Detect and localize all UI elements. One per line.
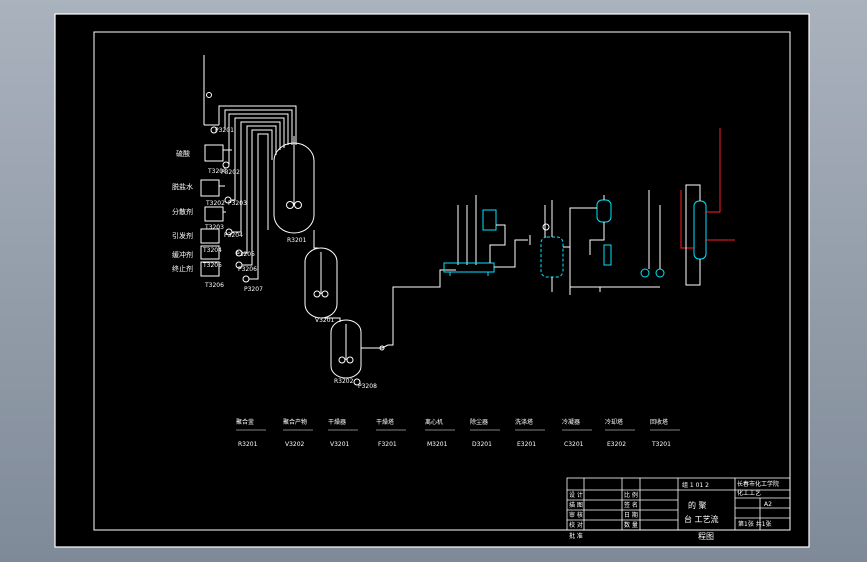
feed-label-2: 分散剂 <box>172 207 193 216</box>
title-block <box>566 477 791 531</box>
tank-tag-4: T3205 <box>202 262 222 269</box>
title-school: 长春市化工学院 <box>737 480 779 488</box>
title-sheet: 第1张 共1张 <box>738 520 772 528</box>
legend-bottom-4: M3201 <box>427 441 448 448</box>
legend-top-4: 离心机 <box>425 418 443 426</box>
pump-tag-0: P3201 <box>215 127 234 134</box>
title-cell-mid-1: 签 名 <box>624 501 638 509</box>
pump-tag-2: P3203 <box>228 200 247 207</box>
sheet-outer-frame <box>54 13 810 548</box>
legend-bottom-0: R3201 <box>238 441 258 448</box>
legend-bottom-8: E3202 <box>607 441 626 448</box>
legend-bottom-3: F3201 <box>378 441 397 448</box>
legend-top-9: 回收塔 <box>650 418 668 426</box>
pump-tag-5: P3206 <box>238 266 257 273</box>
vessel-tag-3: P3208 <box>358 383 377 390</box>
pump-tag-4: P3205 <box>236 251 255 258</box>
title-cell-mid-2: 日 期 <box>624 511 638 519</box>
legend-bottom-9: T3201 <box>651 441 671 448</box>
feed-label-0: 硫酸 <box>176 149 190 158</box>
title-cell-left-1: 描 图 <box>569 501 583 509</box>
feed-label-5: 终止剂 <box>172 264 193 273</box>
legend-top-5: 除尘器 <box>470 418 488 426</box>
legend-top-3: 干燥塔 <box>376 418 394 426</box>
feed-label-3: 引发剂 <box>172 231 193 240</box>
title-cell-mid-3: 数 量 <box>624 521 638 529</box>
reactor-train <box>273 136 456 386</box>
pump-tag-3: P3204 <box>224 232 243 239</box>
tank-tag-5: T3206 <box>204 282 224 289</box>
sheet-inner-frame <box>93 31 791 531</box>
feed-label-1: 脱盐水 <box>172 182 193 191</box>
tank-tag-2: T3203 <box>204 224 224 231</box>
title-line-2: 台 工艺流 <box>684 514 719 524</box>
tank-tag-3: T3204 <box>202 247 222 254</box>
tank-tag-1: T3202 <box>205 200 225 207</box>
pump-tag-1: P3202 <box>221 169 240 176</box>
title-line-3: 程图 <box>698 532 714 541</box>
pump-tag-6: P3207 <box>244 286 263 293</box>
vessel-tag-2: R3202 <box>334 378 354 385</box>
legend-top-0: 聚合釜 <box>236 418 254 426</box>
title-cell-left-3: 校 对 <box>569 521 583 529</box>
title-cell-mid-0: 比 例 <box>624 491 638 499</box>
legend-top-2: 干燥器 <box>328 418 346 426</box>
title-cell-left-0: 设 计 <box>569 491 583 499</box>
legend-bottom-5: D3201 <box>472 441 492 448</box>
feed-tanks <box>200 55 297 283</box>
title-cell-left-4: 批 准 <box>569 532 583 540</box>
feed-label-4: 缓冲剂 <box>172 250 193 259</box>
title-size: A2 <box>764 501 772 508</box>
tank-tag-0: T3201 <box>207 168 227 175</box>
legend-top-6: 洗涤塔 <box>515 418 533 426</box>
title-code: 组 1 01 2 <box>682 481 709 489</box>
legend-top-7: 冷凝器 <box>562 418 580 426</box>
legend-top-8: 冷却塔 <box>605 418 623 426</box>
legend-bottom-7: C3201 <box>564 441 584 448</box>
separation-section <box>443 128 735 295</box>
legend-bottom-6: E3201 <box>517 441 536 448</box>
title-line-1: 的 聚 <box>688 500 707 510</box>
legend-bottom-2: V3201 <box>330 441 350 448</box>
vessel-tag-1: V3201 <box>315 317 335 324</box>
legend-top-1: 聚合产物 <box>283 418 307 426</box>
vessel-tag-0: R3201 <box>287 237 307 244</box>
title-dept: 化工工艺 <box>737 489 761 497</box>
title-cell-left-2: 审 核 <box>569 511 583 519</box>
legend-bottom-1: V3202 <box>285 441 305 448</box>
